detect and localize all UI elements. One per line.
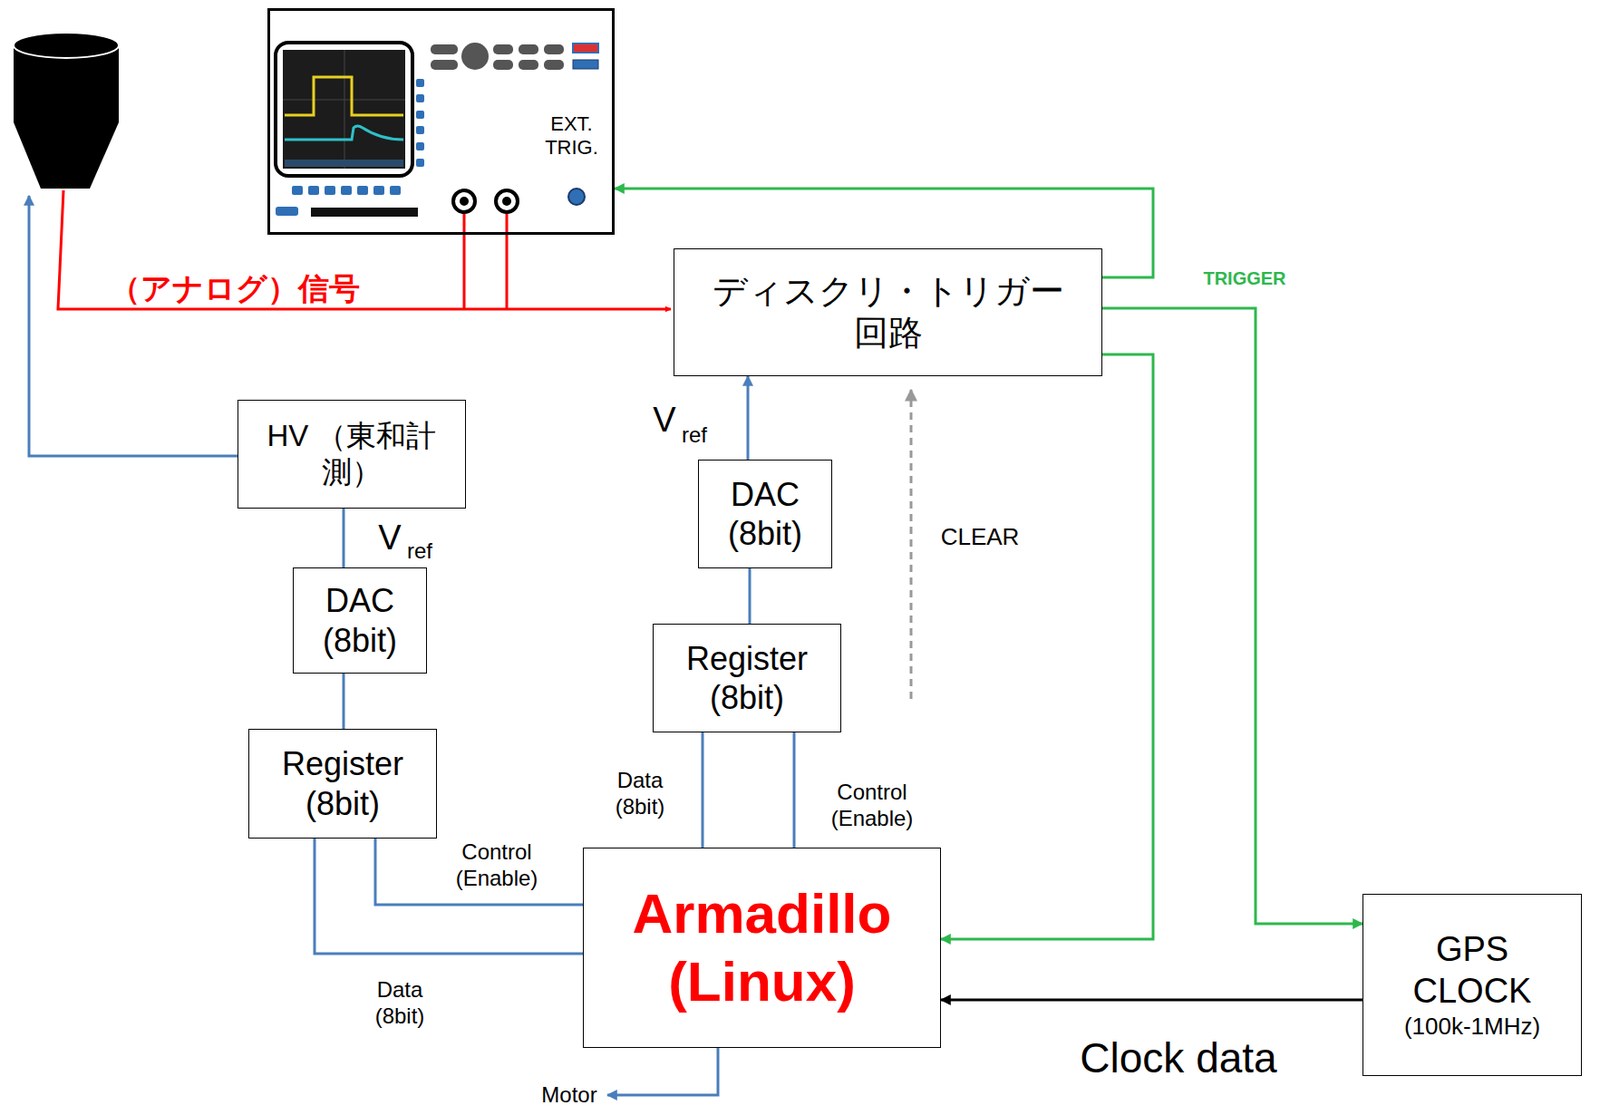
connector (375, 838, 583, 905)
oscilloscope-illustration (416, 78, 425, 88)
clear-line (910, 389, 913, 699)
oscilloscope-illustration (324, 185, 336, 195)
oscilloscope-illustration (568, 188, 585, 205)
voltage-symbol: V (378, 517, 401, 560)
oscilloscope-illustration (461, 42, 489, 70)
oscilloscope-illustration (416, 110, 425, 119)
signal-name: TRIGGER (1202, 267, 1286, 290)
process-box: HV （東和計測） (237, 399, 466, 509)
oscilloscope-illustration (518, 44, 539, 55)
connector (342, 673, 346, 729)
oscilloscope-illustration (416, 142, 425, 151)
oscilloscope-illustration (310, 207, 418, 217)
oscilloscope-illustration (493, 59, 514, 70)
edge-label: Data (8bit) (363, 977, 437, 1030)
connector (701, 732, 705, 848)
oscilloscope-illustration (502, 196, 512, 206)
connector (940, 998, 1363, 1002)
oscilloscope-illustration (340, 185, 352, 195)
voltage-subscript: ref (407, 538, 433, 565)
oscilloscope-illustration (284, 159, 404, 167)
process-box: GPS CLOCK(100k-1MHz) (1362, 893, 1582, 1077)
oscilloscope-illustration (275, 42, 599, 217)
voltage-subscript: ref (681, 422, 708, 449)
oscilloscope-illustration (572, 43, 599, 53)
process-box: Register (8bit) (652, 623, 842, 733)
oscilloscope-illustration (416, 158, 425, 167)
oscilloscope-illustration (543, 44, 564, 55)
box-text: DAC (8bit) (305, 581, 415, 660)
process-box: ディスクリ・トリガー 回路 (673, 248, 1103, 377)
oscilloscope: EXT. TRIG. (267, 8, 615, 235)
oscilloscope-illustration (373, 185, 385, 195)
oscilloscope-illustration (416, 126, 425, 135)
edge-label: Clock data (1042, 1033, 1315, 1084)
connector (793, 732, 796, 848)
oscilloscope-illustration (275, 206, 299, 216)
connector (748, 568, 752, 624)
photomultiplier-tube (13, 32, 119, 59)
motor-wire (607, 1047, 718, 1096)
process-box: DAC (8bit) (292, 567, 427, 674)
connector (940, 354, 1154, 940)
connector (1102, 308, 1363, 924)
oscilloscope-illustration (275, 42, 413, 176)
oscilloscope-illustration (389, 185, 401, 195)
hv-wire (29, 195, 238, 456)
edge-label: Data (8bit) (603, 767, 677, 821)
edge-label: Control (Enable) (433, 839, 561, 893)
box-text: GPS CLOCK (1404, 929, 1541, 1012)
connector (342, 508, 346, 568)
box-text: Register (8bit) (665, 639, 829, 718)
oscilloscope-illustration (493, 44, 514, 55)
signal-wire (463, 213, 466, 310)
oscilloscope-illustration (430, 44, 458, 55)
oscilloscope-illustration (543, 59, 564, 70)
process-box: Register (8bit) (248, 728, 437, 839)
oscilloscope-illustration (282, 49, 406, 169)
oscilloscope-illustration (284, 126, 404, 140)
oscilloscope-illustration (459, 196, 469, 206)
box-text: Armadillo (Linux) (599, 880, 926, 1016)
motor-wire (607, 1047, 718, 1096)
clear-line (910, 389, 913, 699)
box-text: DAC (8bit) (710, 475, 820, 553)
oscilloscope-illustration (344, 49, 346, 169)
photomultiplier-tube (13, 32, 119, 189)
box-text: ディスクリ・トリガー 回路 (707, 271, 1070, 354)
oscilloscope-illustration (291, 185, 303, 195)
box-text: Register (8bit) (261, 744, 425, 823)
photomultiplier-tube (13, 45, 119, 189)
oscilloscope-illustration (518, 59, 539, 70)
jack-label: EXT. TRIG. (537, 112, 606, 161)
hv-wire (29, 195, 238, 456)
oscilloscope-illustration (416, 94, 425, 103)
oscilloscope-illustration (453, 190, 476, 213)
box-text: HV （東和計測） (252, 417, 452, 490)
signal-label: （アナログ）信号 (109, 270, 360, 308)
signal-wire (58, 190, 671, 310)
voltage-symbol: V (652, 399, 676, 442)
process-box: DAC (8bit) (698, 459, 833, 569)
edge-label: Control (Enable) (808, 779, 936, 833)
signal-wire (58, 190, 671, 310)
oscilloscope-illustration (430, 59, 458, 70)
oscilloscope-illustration (495, 190, 518, 213)
signal-name: CLEAR (940, 523, 1020, 552)
oscilloscope-illustration (308, 185, 320, 195)
oscilloscope-illustration (572, 59, 599, 69)
oscilloscope-illustration (357, 185, 369, 195)
oscilloscope-illustration (284, 77, 404, 116)
output-label: Motor (541, 1082, 597, 1109)
process-box: Armadillo (Linux) (582, 847, 941, 1048)
connector (314, 838, 583, 954)
box-text: (100k-1MHz) (1404, 1012, 1541, 1041)
connector (746, 376, 750, 460)
signal-wire (505, 213, 509, 310)
